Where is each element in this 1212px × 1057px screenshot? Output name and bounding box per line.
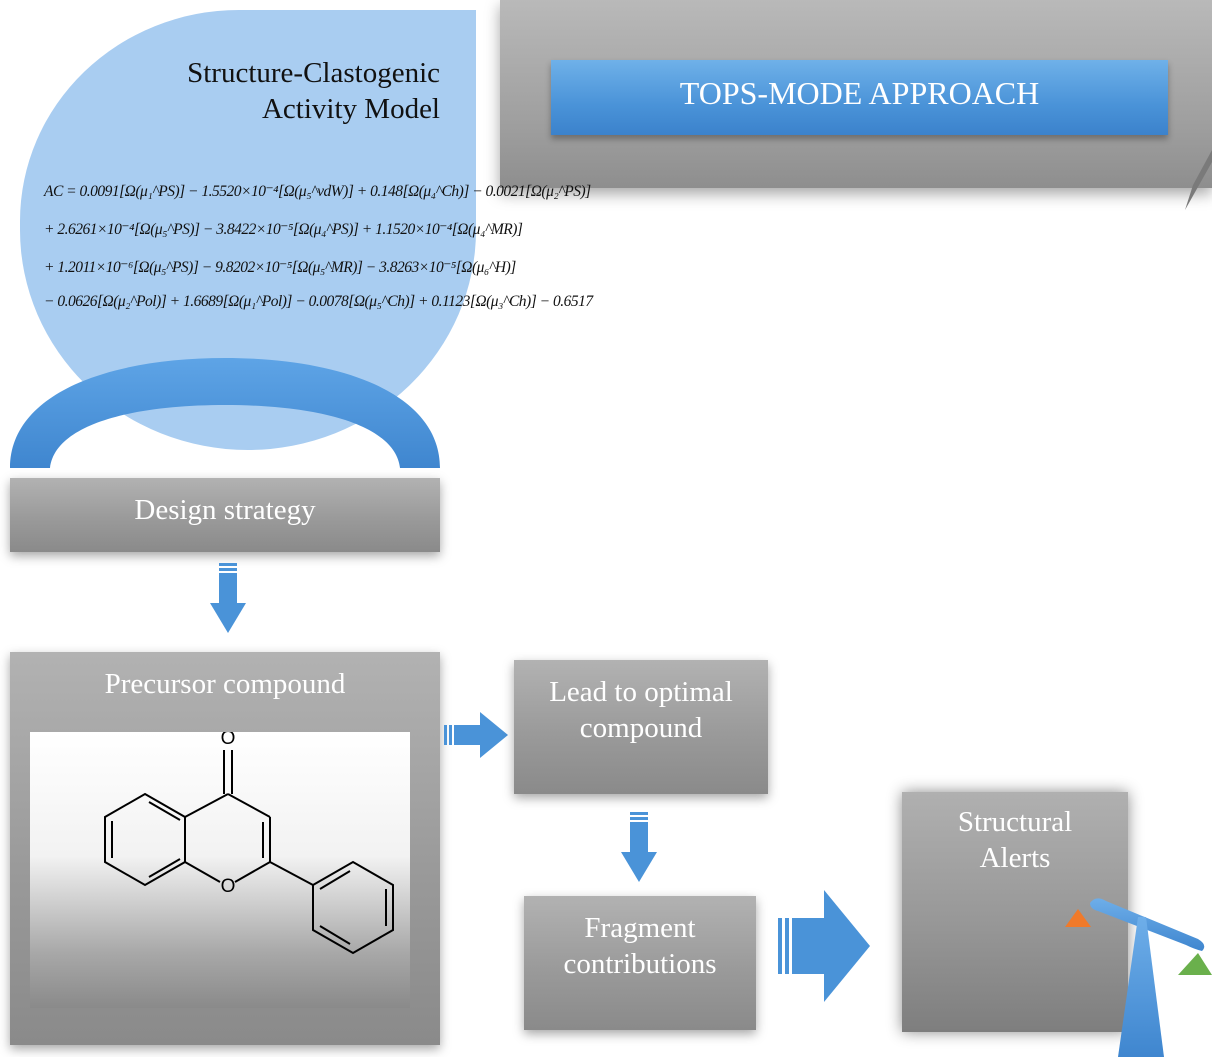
lead-label-line1: Lead to optimal [549,676,733,708]
model-title: Structure-Clastogenic Activity Model [150,55,440,127]
down-arrow-icon-2 [621,812,657,882]
equation-line-2: + 2.6261×10⁻⁴[Ω(μ₅^PS)] − 3.8422×10⁻⁵[Ω(… [44,221,523,238]
scale-stand [1118,917,1164,1057]
orange-triangle-icon [1065,909,1091,927]
scale-beam [1090,898,1205,951]
arch-shape [10,358,440,468]
fragment-label-line1: Fragment [584,912,696,944]
tops-mode-approach-label: TOPS-MODE APPROACH [551,60,1168,135]
alerts-label-line2: Alerts [979,842,1051,874]
large-right-arrow-icon [778,890,870,1002]
flavone-molecule-drawing: O O [104,728,394,955]
carbonyl-oxygen-label: O [221,732,236,749]
fragment-contributions-box: Fragment contributions [524,896,756,1030]
right-arrow-icon [444,712,508,758]
design-strategy-label: Design strategy [134,494,316,526]
design-strategy-box: Design strategy [10,478,440,552]
green-triangle-icon [1178,953,1212,975]
lead-to-optimal-compound-box: Lead to optimal compound [514,660,768,794]
equation-line-3: + 1.2011×10⁻⁶[Ω(μ₅^PS)] − 9.8202×10⁻⁵[Ω(… [44,259,516,276]
equation-line-4: − 0.0626[Ω(μ₂^Pol)] + 1.6689[Ω(μ₁^Pol)] … [44,293,593,310]
structural-alerts-box: Structural Alerts [902,792,1128,1032]
lead-label-line2: compound [579,712,703,744]
alerts-label-line1: Structural [957,806,1073,838]
equation-line-1: AC = 0.0091[Ω(μ₁^PS)] − 1.5520×10⁻⁴[Ω(μ₅… [44,183,591,200]
model-title-line1: Structure-Clastogenic [187,57,440,89]
fragment-label-line2: contributions [563,948,717,980]
balance-scale-icon [1065,898,1212,1057]
down-arrow-icon [210,563,246,633]
flavone-structure-image: O O [30,728,410,1008]
panel-page-curl [1185,150,1212,210]
precursor-compound-label: Precursor compound [104,668,346,700]
ring-oxygen-label: O [221,876,236,897]
model-title-line2: Activity Model [261,93,440,125]
